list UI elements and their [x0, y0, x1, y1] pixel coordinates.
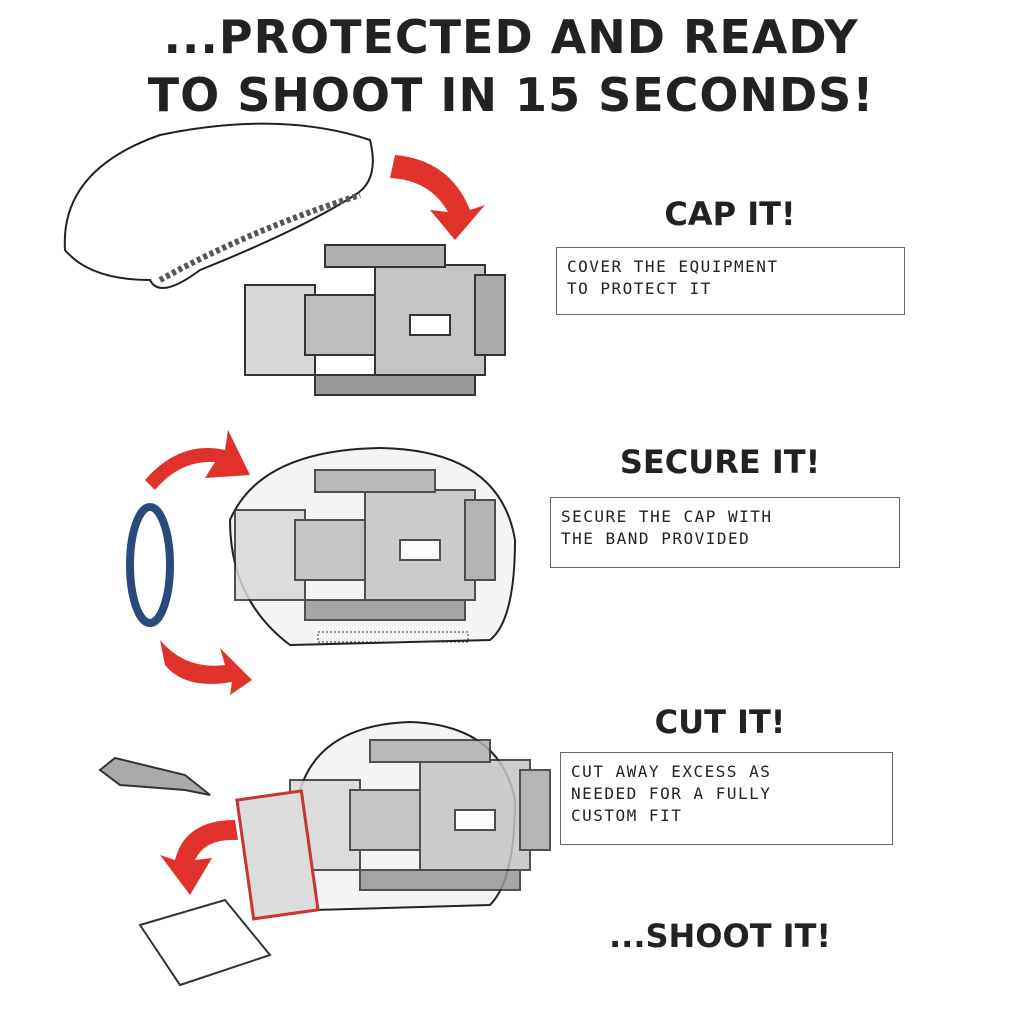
caption-line: COVER THE EQUIPMENT [567, 257, 779, 276]
step-3-heading: CUT IT! [654, 703, 786, 741]
cut-frame [235, 789, 320, 921]
caption-line: CUSTOM FIT [571, 806, 683, 825]
step-2-caption: SECURE THE CAP WITH THE BAND PROVIDED [550, 497, 900, 568]
step-3-caption: CUT AWAY EXCESS AS NEEDED FOR A FULLY CU… [560, 752, 893, 845]
caption-line: NEEDED FOR A FULLY [571, 784, 772, 803]
caption-line: TO PROTECT IT [567, 279, 712, 298]
step-1-caption: COVER THE EQUIPMENT TO PROTECT IT [556, 247, 905, 315]
caption-line: CUT AWAY EXCESS AS [571, 762, 772, 781]
cap-band [158, 192, 361, 283]
arrow-icon [160, 640, 252, 695]
utility-knife-icon [98, 756, 211, 796]
footer-heading: ...SHOOT IT! [609, 917, 831, 955]
step-1-heading: CAP IT! [664, 195, 796, 233]
cap-cover [63, 122, 374, 289]
band-icon [126, 503, 174, 627]
step-2-heading: SECURE IT! [619, 443, 821, 481]
arrow-icon [145, 430, 250, 490]
caption-line: THE BAND PROVIDED [561, 529, 751, 548]
cut-panel [138, 898, 272, 987]
caption-line: SECURE THE CAP WITH [561, 507, 773, 526]
title-line-2: TO SHOOT IN 15 SECONDS! [147, 68, 875, 122]
title-line-1: ...PROTECTED AND READY [163, 10, 859, 64]
arrow-icon [160, 820, 238, 895]
arrow-icon [390, 155, 485, 240]
